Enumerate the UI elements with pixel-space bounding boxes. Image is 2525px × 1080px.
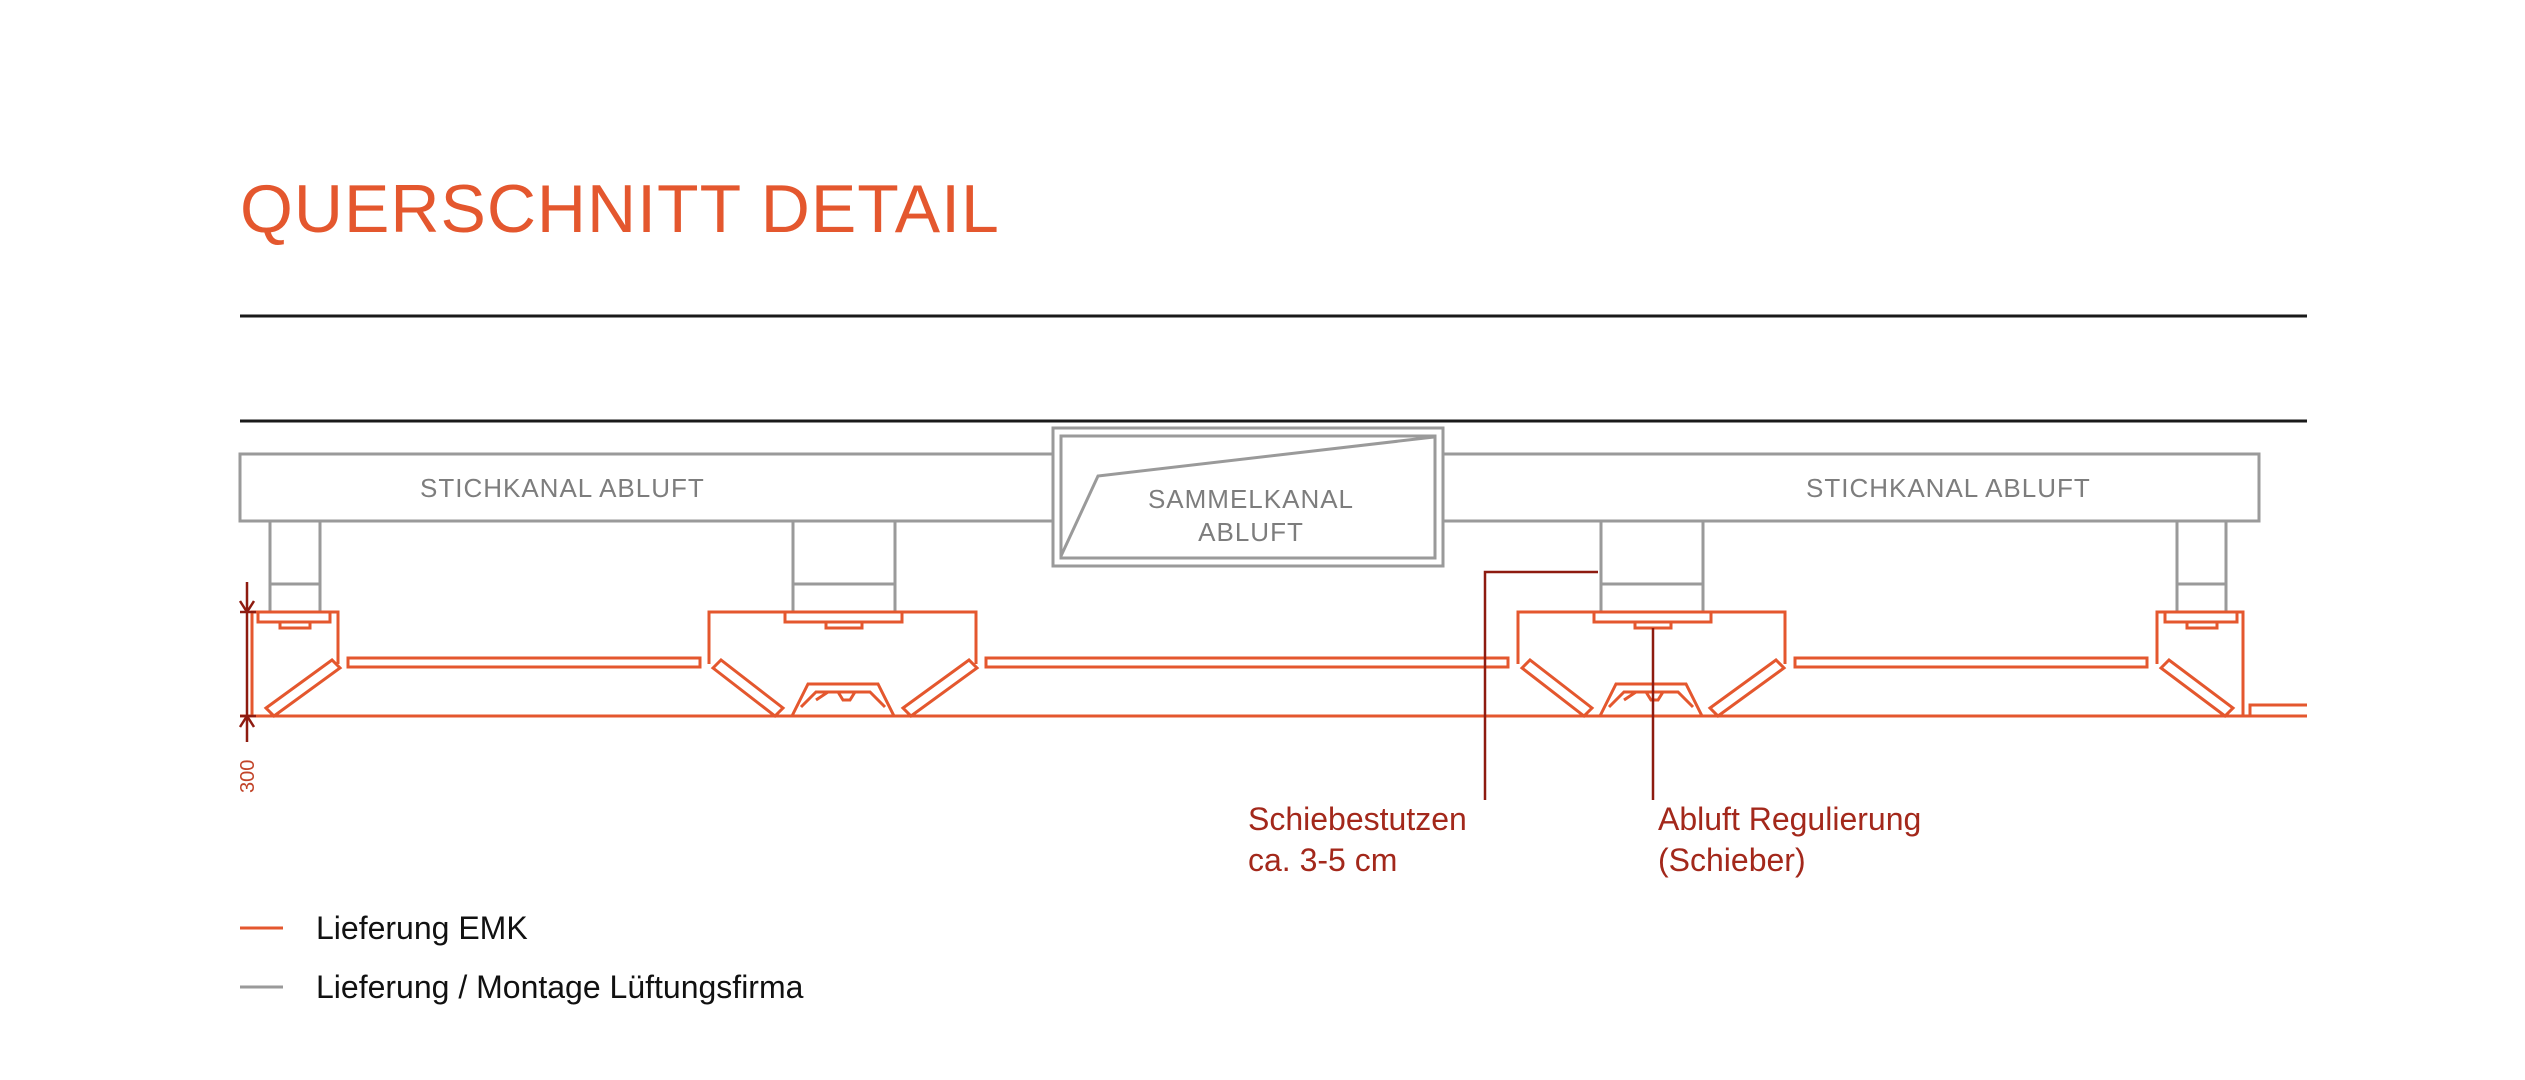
sammelkanal-outer xyxy=(1051,426,1445,568)
ceiling-panel-edge xyxy=(2248,703,2307,716)
sammelkanal-diagonal xyxy=(1059,435,1435,557)
louver-5 xyxy=(1707,658,1787,718)
legend-lueftung-label: Lieferung / Montage Lüftungsfirma xyxy=(316,969,804,1005)
louver-3 xyxy=(900,658,980,718)
diffuser-2-ridge xyxy=(815,690,865,702)
schiebestutzen-sublabel: ca. 3-5 cm xyxy=(1248,842,1397,878)
connector-right xyxy=(2163,612,2239,630)
legend-emk-label: Lieferung EMK xyxy=(316,910,528,946)
duct-drop-1 xyxy=(268,521,322,612)
louver-1 xyxy=(263,658,343,718)
housing-left xyxy=(250,610,340,716)
abluft-regulierung-label: Abluft Regulierung xyxy=(1658,801,1921,837)
duct-drop-3 xyxy=(1599,521,1705,612)
center-duct-label-line1: SAMMELKANAL xyxy=(1148,484,1354,514)
louver-6 xyxy=(2158,658,2236,718)
abluft-regulierung-sublabel: (Schieber) xyxy=(1658,842,1806,878)
housing-2 xyxy=(707,610,978,664)
schiebestutzen-leader xyxy=(1483,570,1598,800)
schiebestutzen-label: Schiebestutzen xyxy=(1248,801,1467,837)
connector-3 xyxy=(1592,612,1713,630)
ceiling-panel-1 xyxy=(346,656,702,669)
ventilation-ducts xyxy=(238,426,2261,612)
connector-2 xyxy=(783,612,904,630)
housing-3 xyxy=(1516,610,1787,664)
left-stichkanal-duct xyxy=(238,452,1053,523)
duct-drop-2 xyxy=(791,521,897,612)
center-duct-label-line2: ABLUFT xyxy=(1198,517,1304,547)
duct-drop-4 xyxy=(2175,521,2228,612)
left-duct-label: STICHKANAL ABLUFT xyxy=(420,473,705,503)
diffuser-3-ridge xyxy=(1623,690,1673,702)
height-dimension xyxy=(238,582,256,742)
diffuser-2 xyxy=(789,682,897,718)
page-title: QUERSCHNITT DETAIL xyxy=(240,171,1000,247)
ceiling-panel-2 xyxy=(984,656,1510,669)
legend: Lieferung EMK Lieferung / Montage Lüftun… xyxy=(240,910,804,1005)
housing-right xyxy=(2155,610,2245,716)
connector-left xyxy=(256,612,332,630)
diffuser-3 xyxy=(1597,682,1705,718)
height-dimension-value: 300 xyxy=(237,760,259,793)
ceiling-panel-3 xyxy=(1793,656,2149,669)
emk-ceiling-system xyxy=(240,610,2307,718)
louver-4 xyxy=(1519,658,1595,718)
right-stichkanal-duct xyxy=(1443,452,2261,523)
right-duct-label: STICHKANAL ABLUFT xyxy=(1806,473,2091,503)
louver-2 xyxy=(710,658,786,718)
sammelkanal-inner xyxy=(1059,434,1437,560)
